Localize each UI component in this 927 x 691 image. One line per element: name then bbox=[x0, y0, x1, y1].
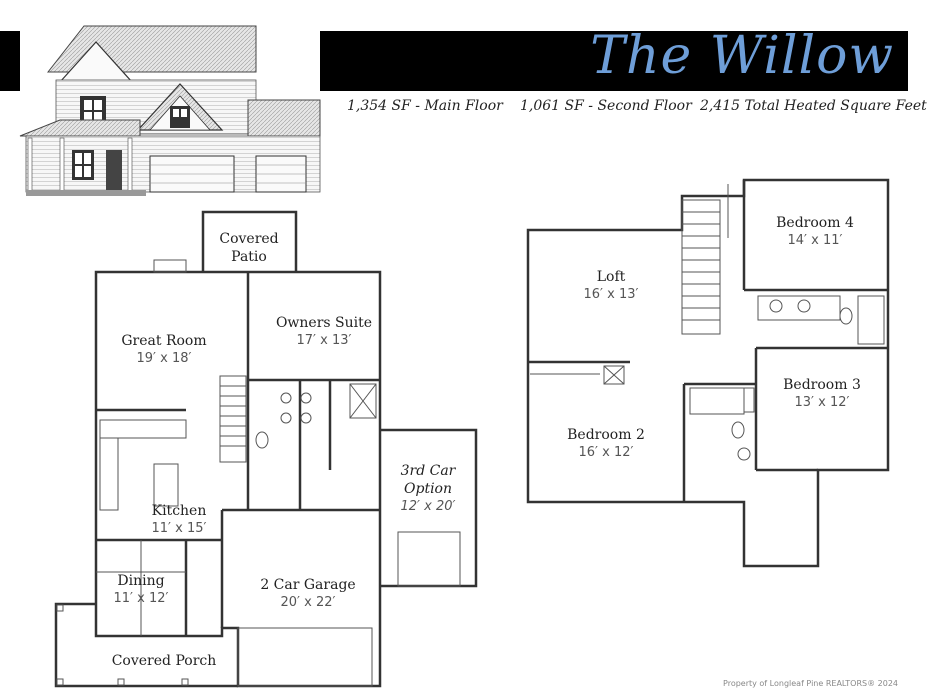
room-name: Bedroom 2 bbox=[567, 427, 645, 443]
room-name: Covered Porch bbox=[111, 653, 217, 669]
room-name: Great Room bbox=[121, 333, 207, 349]
room-name: 2 Car Garage bbox=[260, 577, 356, 593]
room-name: Covered Patio bbox=[219, 231, 279, 265]
room-dining: Dining 11′ x 12′ bbox=[96, 572, 186, 608]
room-name: Dining bbox=[117, 573, 165, 589]
room-name: Bedroom 3 bbox=[783, 377, 861, 393]
room-name: Kitchen bbox=[151, 503, 207, 519]
room-loft: Loft 16′ x 13′ bbox=[556, 268, 666, 304]
room-bedroom-4: Bedroom 4 14′ x 11′ bbox=[760, 214, 870, 250]
room-dimensions: 16′ x 13′ bbox=[583, 287, 639, 302]
watermark: Property of Longleaf Pine REALTORS® 2024 bbox=[723, 679, 898, 688]
room-covered-porch: Covered Porch bbox=[100, 652, 228, 670]
room-name: Bedroom 4 bbox=[776, 215, 854, 231]
second-floor-sf: 1,061 SF - Second Floor bbox=[520, 98, 692, 114]
room-name: Owners Suite bbox=[275, 315, 373, 331]
main-floor-sf: 1,354 SF - Main Floor bbox=[347, 98, 503, 114]
room-dimensions: 16′ x 12′ bbox=[578, 445, 634, 460]
room-dimensions: 13′ x 12′ bbox=[794, 395, 850, 410]
room-bedroom-3: Bedroom 3 13′ x 12′ bbox=[766, 376, 878, 412]
room-great-room: Great Room 19′ x 18′ bbox=[104, 332, 224, 368]
room-dimensions: 11′ x 12′ bbox=[113, 591, 169, 606]
room-dimensions: 14′ x 11′ bbox=[787, 233, 843, 248]
room-2-car-garage: 2 Car Garage 20′ x 22′ bbox=[244, 576, 372, 612]
room-dimensions: 20′ x 22′ bbox=[280, 595, 336, 610]
room-dimensions: 17′ x 13′ bbox=[296, 333, 352, 348]
floor-plan-drawing bbox=[54, 178, 890, 688]
total-sf: 2,415 Total Heated Square Feet bbox=[700, 98, 927, 114]
room-dimensions: 11′ x 15′ bbox=[151, 521, 207, 536]
room-covered-patio: Covered Patio bbox=[200, 230, 298, 266]
room-dimensions: 19′ x 18′ bbox=[136, 351, 192, 366]
room-bedroom-2: Bedroom 2 16′ x 12′ bbox=[546, 426, 666, 462]
room-kitchen: Kitchen 11′ x 15′ bbox=[124, 502, 234, 538]
room-dimensions: 12′ x 20′ bbox=[400, 499, 456, 514]
plan-title: The Willow bbox=[590, 26, 894, 86]
room-name: Loft bbox=[596, 269, 626, 285]
room-3rd-car-option: 3rd Car Option 12′ x 20′ bbox=[382, 462, 474, 516]
house-elevation-image bbox=[19, 22, 321, 200]
room-owners-suite: Owners Suite 17′ x 13′ bbox=[262, 314, 386, 350]
room-name: 3rd Car Option bbox=[400, 463, 456, 497]
